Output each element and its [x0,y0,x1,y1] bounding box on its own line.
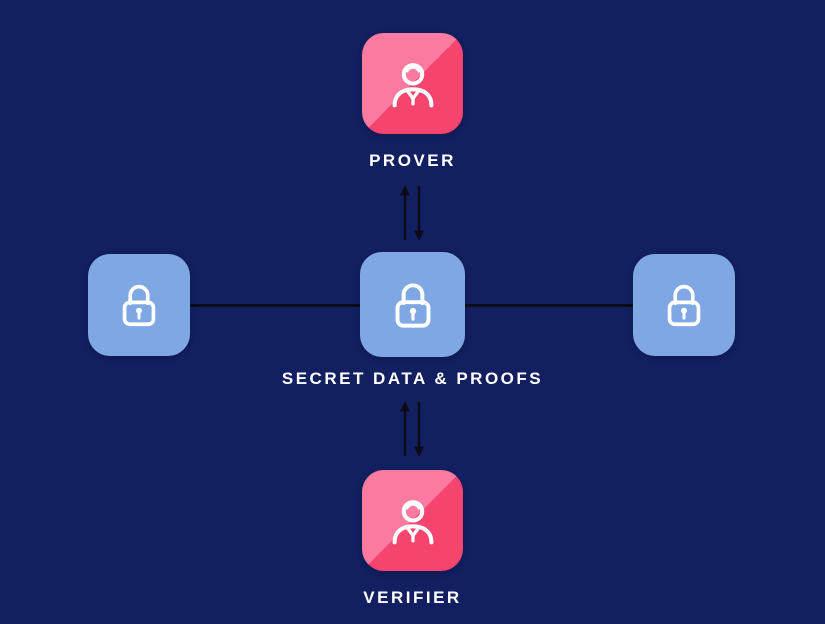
prover-secret-arrows [392,182,432,244]
lock-icon [395,282,430,328]
secret-verifier-arrows [392,398,432,460]
lock-icon [122,284,156,327]
arrow-down-icon [414,186,424,241]
lock-icon [667,284,701,327]
lock-left-node [88,254,190,356]
person-icon [392,62,433,107]
verifier-label: VERIFIER [363,588,462,607]
arrow-up-icon [400,401,410,456]
connector-left [190,304,360,307]
lock-right-node [633,254,735,356]
person-icon [392,499,433,544]
prover-node [362,33,463,134]
connector-right [465,304,633,307]
secret-label: SECRET DATA & PROOFS [281,369,544,388]
verifier-node [362,470,463,571]
prover-label: PROVER [369,151,456,170]
arrow-down-icon [414,402,424,457]
secret-node [360,252,465,357]
arrow-up-icon [400,185,410,240]
